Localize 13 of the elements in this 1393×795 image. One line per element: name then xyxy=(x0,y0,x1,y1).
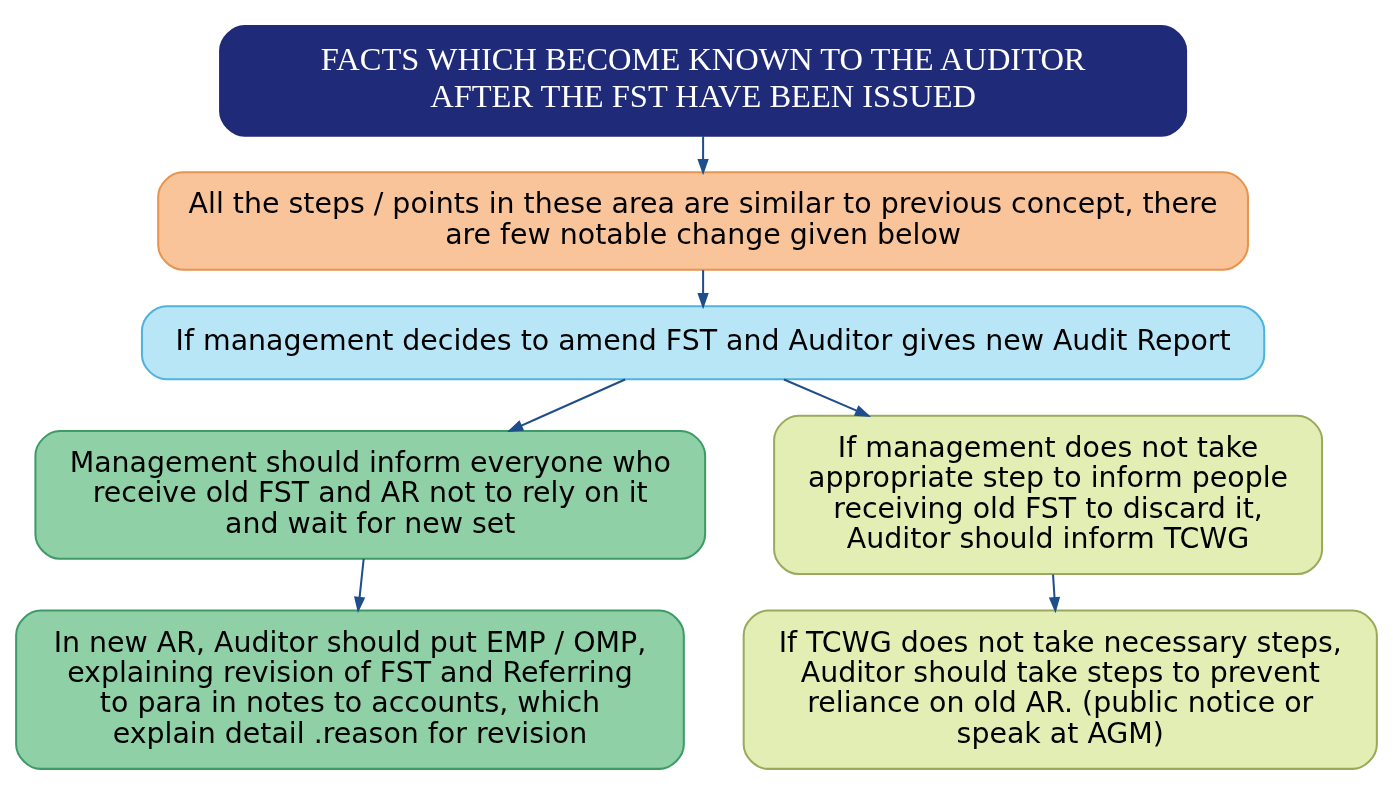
arrow xyxy=(783,378,872,417)
arrow xyxy=(697,135,709,176)
node-box: All the steps / points in these area are similar to previous concept, there are few notable change given below xyxy=(157,171,1249,271)
node-box: In new AR, Auditor should put EMP / OMP, explaining revision of FST and Referring to para in notes to accounts, which explain detail .reason for revision xyxy=(15,609,685,770)
node-box: If TCWG does not take necessary steps, Auditor should take steps to prevent reliance on old AR. (public notice or speak at AGM) xyxy=(742,609,1378,770)
arrow xyxy=(697,270,709,310)
node-box: If management does not take appropriate step to inform people receiving old FST to discard it, Auditor should inform TCWG xyxy=(773,414,1324,576)
node-box: FACTS WHICH BECOME KNOWN TO THE AUDITOR AFTER THE FST HAVE BEEN ISSUED xyxy=(219,25,1188,137)
arrow xyxy=(353,558,366,614)
arrow xyxy=(1048,574,1061,614)
arrow xyxy=(506,378,626,433)
node-box: Management should inform everyone who receive old FST and AR not to rely on it and wait for new set xyxy=(34,429,707,560)
node-box: If management decides to amend FST and Auditor gives new Audit Report xyxy=(140,305,1266,381)
